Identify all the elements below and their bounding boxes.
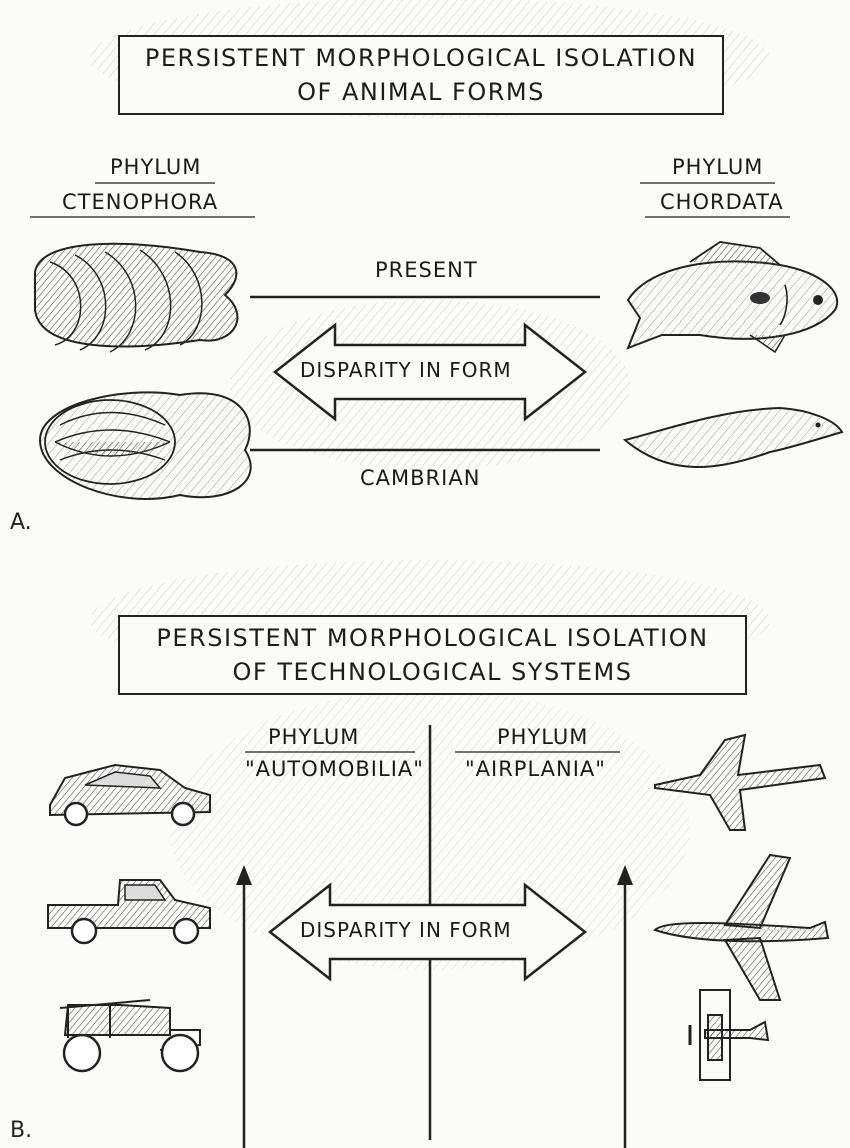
ctenophore-cambrian-illustration — [38, 391, 252, 500]
fish-present-illustration — [626, 241, 838, 354]
fighter-jet-illustration — [654, 733, 827, 831]
fish-cambrian-illustration — [622, 406, 844, 468]
panel-b-title: PERSISTENT MORPHOLOGICAL ISOLATION OF TE… — [118, 615, 747, 695]
panel-b-title-line1: PERSISTENT MORPHOLOGICAL ISOLATION — [156, 624, 709, 652]
panel-a-title: PERSISTENT MORPHOLOGICAL ISOLATION OF AN… — [118, 35, 724, 115]
right-phylum-name: "AIRPLANIA" — [465, 757, 606, 781]
model-t-car-illustration — [59, 999, 201, 1073]
panel-b-letter: B. — [10, 1118, 33, 1143]
panel-a-letter: A. — [10, 510, 32, 535]
left-phylum-label: PHYLUM — [110, 155, 202, 179]
right-phylum-name: CHORDATA — [660, 190, 784, 214]
right-phylum-label: PHYLUM — [497, 725, 589, 749]
arrow-label: DISPARITY IN FORM — [300, 358, 512, 382]
disparity-double-arrow — [272, 322, 588, 422]
left-phylum-label: PHYLUM — [268, 725, 360, 749]
airliner-illustration — [653, 853, 830, 1001]
panel-b-title-line2: OF TECHNOLOGICAL SYSTEMS — [232, 658, 633, 686]
disparity-double-arrow — [267, 882, 588, 982]
panel-b: PERSISTENT MORPHOLOGICAL ISOLATION OF TE… — [0, 560, 850, 1148]
biplane-illustration — [688, 989, 770, 1081]
left-phylum-name: CTENOPHORA — [62, 190, 219, 214]
pickup-truck-illustration — [47, 879, 211, 945]
right-phylum-label: PHYLUM — [672, 155, 764, 179]
arrow-label: DISPARITY IN FORM — [300, 918, 512, 942]
panel-a-title-line1: PERSISTENT MORPHOLOGICAL ISOLATION — [144, 44, 698, 72]
present-label: PRESENT — [375, 258, 478, 282]
cambrian-label: CAMBRIAN — [360, 466, 481, 490]
left-phylum-name: "AUTOMOBILIA" — [245, 757, 424, 781]
sports-car-illustration — [49, 763, 211, 827]
panel-a: PERSISTENT MORPHOLOGICAL ISOLATION OF AN… — [0, 0, 850, 545]
panel-a-title-line2: OF ANIMAL FORMS — [297, 78, 545, 106]
ctenophore-present-illustration — [34, 242, 239, 353]
